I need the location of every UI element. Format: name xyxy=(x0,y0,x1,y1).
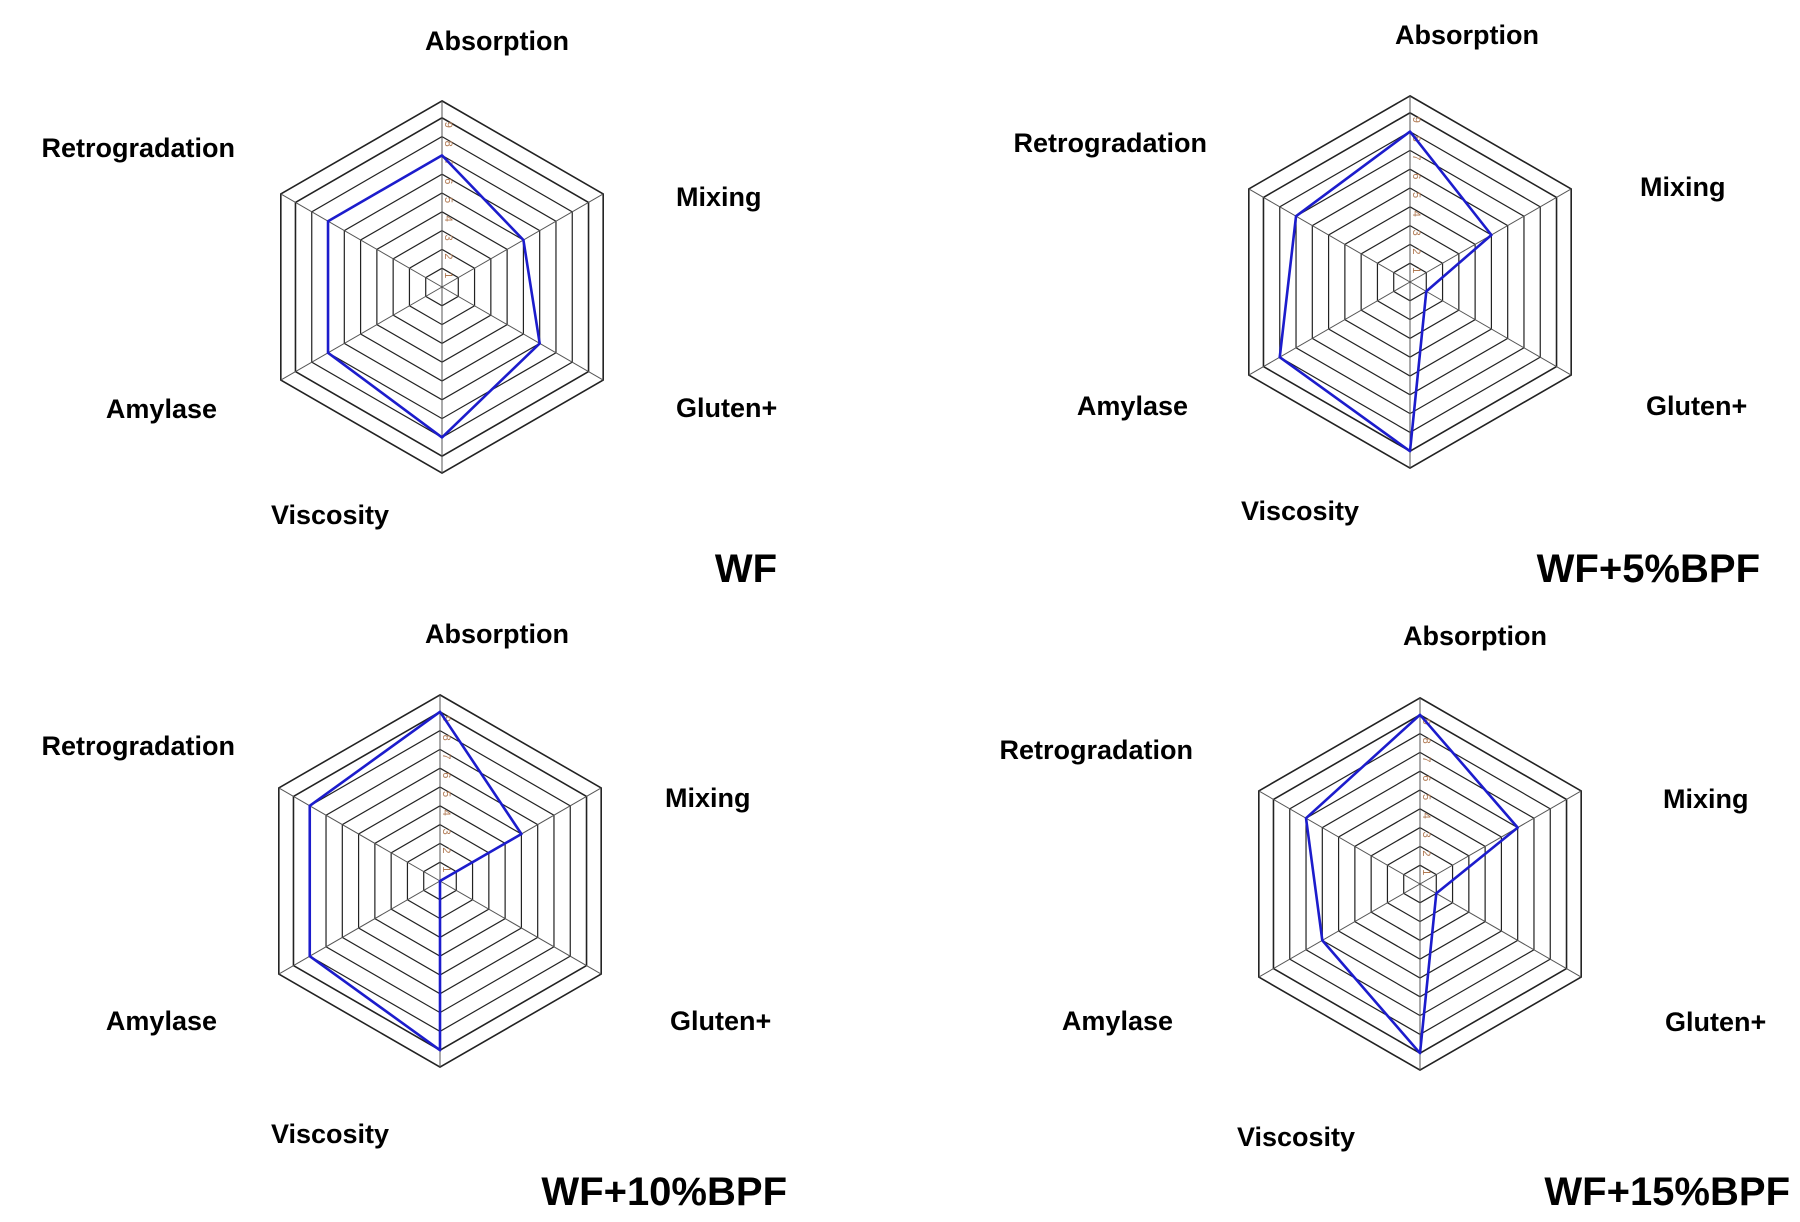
tick-label: 7 xyxy=(1410,154,1422,160)
tick-label: 6 xyxy=(442,178,454,184)
axis-spoke xyxy=(280,193,443,288)
axis-label-mixing: Mixing xyxy=(1640,172,1726,202)
axis-label-retrogradation: Retrogradation xyxy=(1013,128,1207,158)
tick-label: 8 xyxy=(1420,738,1432,744)
axis-label-amylase: Amylase xyxy=(1062,1006,1173,1036)
series-line xyxy=(308,710,523,1052)
axis-label-gluten: Gluten+ xyxy=(676,393,777,423)
axis-spoke xyxy=(1409,281,1572,376)
tick-label: 1 xyxy=(442,272,454,278)
axis-label-mixing: Mixing xyxy=(1663,784,1749,814)
tick-label: 6 xyxy=(1410,173,1422,179)
axis-spoke xyxy=(278,880,441,975)
axis-label-retrogradation: Retrogradation xyxy=(41,133,235,163)
panel-title: WF+5%BPF xyxy=(1537,547,1760,591)
panel-title: WF+10%BPF xyxy=(541,1170,787,1214)
axis-spoke xyxy=(1248,188,1411,283)
tick-label: 8 xyxy=(442,141,454,147)
axis-spoke xyxy=(1258,790,1421,885)
axis-label-absorption: Absorption xyxy=(425,26,569,56)
axis-spoke xyxy=(280,286,443,381)
axis-label-amylase: Amylase xyxy=(106,1006,217,1036)
axis-label-absorption: Absorption xyxy=(425,619,569,649)
tick-label: 4 xyxy=(440,810,452,816)
axis-label-absorption: Absorption xyxy=(1395,20,1539,50)
tick-label: 6 xyxy=(440,772,452,778)
axis-label-amylase: Amylase xyxy=(1077,391,1188,421)
axis-spoke xyxy=(439,880,602,975)
radar-panel-4: 123456789AbsorptionMixingGluten+Viscosit… xyxy=(999,621,1790,1214)
axis-label-mixing: Mixing xyxy=(665,783,751,813)
tick-label: 2 xyxy=(442,253,454,259)
tick-label: 9 xyxy=(442,122,454,128)
axis-label-absorption: Absorption xyxy=(1403,621,1547,651)
tick-label: 4 xyxy=(1410,211,1422,217)
axis-label-viscosity: Viscosity xyxy=(1241,496,1359,526)
axis-label-viscosity: Viscosity xyxy=(271,500,389,530)
tick-label: 5 xyxy=(1420,794,1432,800)
tick-label: 3 xyxy=(1410,230,1422,236)
series-line xyxy=(1278,130,1493,453)
series-line xyxy=(1304,713,1519,1055)
axis-spoke xyxy=(1258,883,1421,978)
tick-label: 5 xyxy=(440,791,452,797)
tick-label: 1 xyxy=(440,866,452,872)
tick-label: 1 xyxy=(1420,869,1432,875)
tick-label: 2 xyxy=(1420,850,1432,856)
tick-label: 3 xyxy=(1420,832,1432,838)
tick-label: 3 xyxy=(442,235,454,241)
tick-label: 1 xyxy=(1410,267,1422,273)
tick-label: 2 xyxy=(440,847,452,853)
tick-label: 5 xyxy=(1410,192,1422,198)
tick-label: 5 xyxy=(442,197,454,203)
tick-label: 8 xyxy=(440,735,452,741)
axis-label-retrogradation: Retrogradation xyxy=(41,731,235,761)
radar-panel-3: 123456789AbsorptionMixingGluten+Viscosit… xyxy=(41,619,787,1214)
axis-label-viscosity: Viscosity xyxy=(1237,1122,1355,1152)
radar-panel-2: 123456789AbsorptionMixingGluten+Viscosit… xyxy=(1013,20,1760,591)
axis-label-gluten: Gluten+ xyxy=(1646,391,1747,421)
axis-spoke xyxy=(1419,883,1582,978)
axis-label-gluten: Gluten+ xyxy=(670,1006,771,1036)
tick-label: 2 xyxy=(1410,248,1422,254)
tick-label: 7 xyxy=(1420,756,1432,762)
axis-label-gluten: Gluten+ xyxy=(1665,1007,1766,1037)
panel-title: WF+15%BPF xyxy=(1544,1170,1790,1214)
tick-label: 4 xyxy=(442,216,454,222)
axis-label-amylase: Amylase xyxy=(106,394,217,424)
tick-label: 4 xyxy=(1420,813,1432,819)
tick-label: 7 xyxy=(440,753,452,759)
axis-spoke xyxy=(278,787,441,882)
panel-title: WF xyxy=(715,547,777,591)
axis-label-viscosity: Viscosity xyxy=(271,1119,389,1149)
axis-spoke xyxy=(1419,790,1582,885)
tick-label: 9 xyxy=(1410,117,1422,123)
series-line xyxy=(326,154,541,439)
axis-label-mixing: Mixing xyxy=(676,182,762,212)
tick-label: 3 xyxy=(440,829,452,835)
axis-label-retrogradation: Retrogradation xyxy=(999,735,1193,765)
tick-label: 6 xyxy=(1420,775,1432,781)
radar-panel-1: 123456789AbsorptionMixingGluten+Viscosit… xyxy=(41,26,777,591)
axis-spoke xyxy=(1248,281,1411,376)
axis-spoke xyxy=(441,286,604,381)
